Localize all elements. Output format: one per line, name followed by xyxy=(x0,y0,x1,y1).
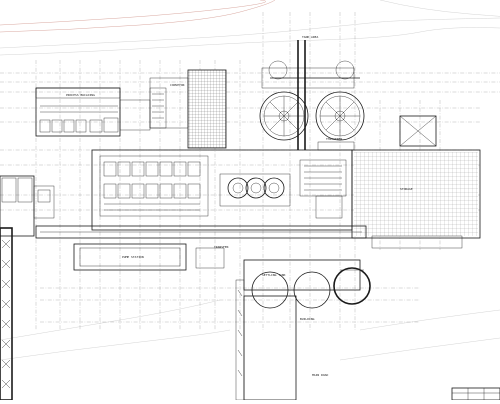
label-g: BUILDING xyxy=(300,317,315,321)
main-conveyor xyxy=(35,225,367,271)
label-h: THICKENER xyxy=(326,137,342,141)
mill-circles xyxy=(219,173,291,207)
label-c: PROCESS BUILDING xyxy=(66,93,95,97)
drawing-labels: CONVEYOR TANK AREA PROCESS BUILDING STOR… xyxy=(66,35,413,377)
label-f: TRANSFER xyxy=(214,245,229,249)
thickener-tanks xyxy=(259,40,365,151)
label-e: PUMP STATION xyxy=(122,255,144,259)
cell-row xyxy=(103,161,201,211)
thickener-west xyxy=(259,91,309,141)
label-a: CONVEYOR xyxy=(170,83,185,87)
thickener-east xyxy=(315,91,365,141)
east-building xyxy=(351,115,481,249)
tower-building xyxy=(119,69,227,149)
label-b: TANK AREA xyxy=(302,35,318,39)
title-block xyxy=(451,387,500,401)
south-conveyor xyxy=(235,279,297,401)
label-j: MAIN ROAD xyxy=(312,373,328,377)
label-i: SETTLING TANK xyxy=(262,273,286,277)
label-d: STORAGE xyxy=(400,187,413,191)
settling-tanks xyxy=(243,259,371,309)
process-hall xyxy=(91,149,353,231)
